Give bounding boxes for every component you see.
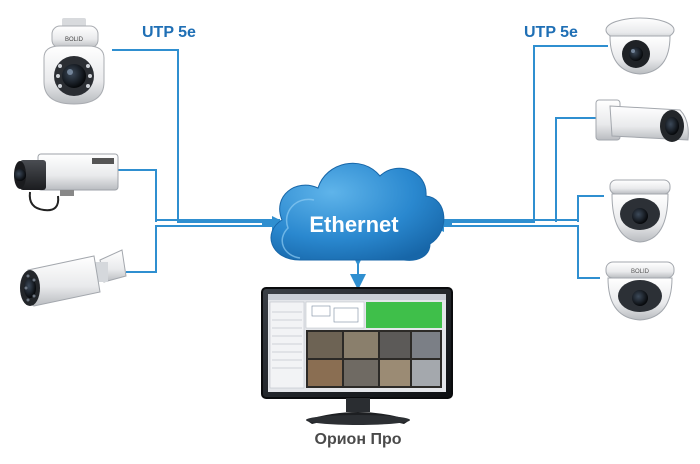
network-label: Ethernet: [309, 212, 399, 237]
cable-bullet-camera-right: [555, 117, 596, 222]
monitor-icon: [261, 287, 453, 425]
cable-box-camera: [118, 169, 157, 222]
cable-dome-camera-upper: [577, 195, 604, 222]
left-cables: [112, 49, 280, 273]
camera-brand: BOLID: [65, 37, 84, 43]
dome-camera-icon: BOLID: [605, 261, 675, 321]
bullet-camera-icon: [20, 249, 127, 307]
left-cable-label: UTP 5e: [142, 24, 196, 41]
camera-brand: BOLID: [631, 269, 650, 275]
right-cables: [432, 45, 608, 279]
cloud-icon: [270, 162, 445, 261]
ptz-dome-camera-icon: BOLID: [43, 18, 105, 105]
cable-turret-camera: [432, 45, 608, 223]
bullet-camera-icon: [595, 99, 689, 142]
turret-camera-icon: [605, 17, 675, 75]
cable-ptz-camera: [112, 49, 280, 223]
cable-bullet-camera-left: [126, 225, 280, 273]
box-camera-icon: [14, 153, 119, 212]
workstation-label: Орион Про: [315, 431, 402, 448]
cable-dome-camera-lower: [432, 225, 600, 279]
right-cable-label: UTP 5e: [524, 24, 578, 41]
dome-camera-icon: [609, 179, 671, 243]
